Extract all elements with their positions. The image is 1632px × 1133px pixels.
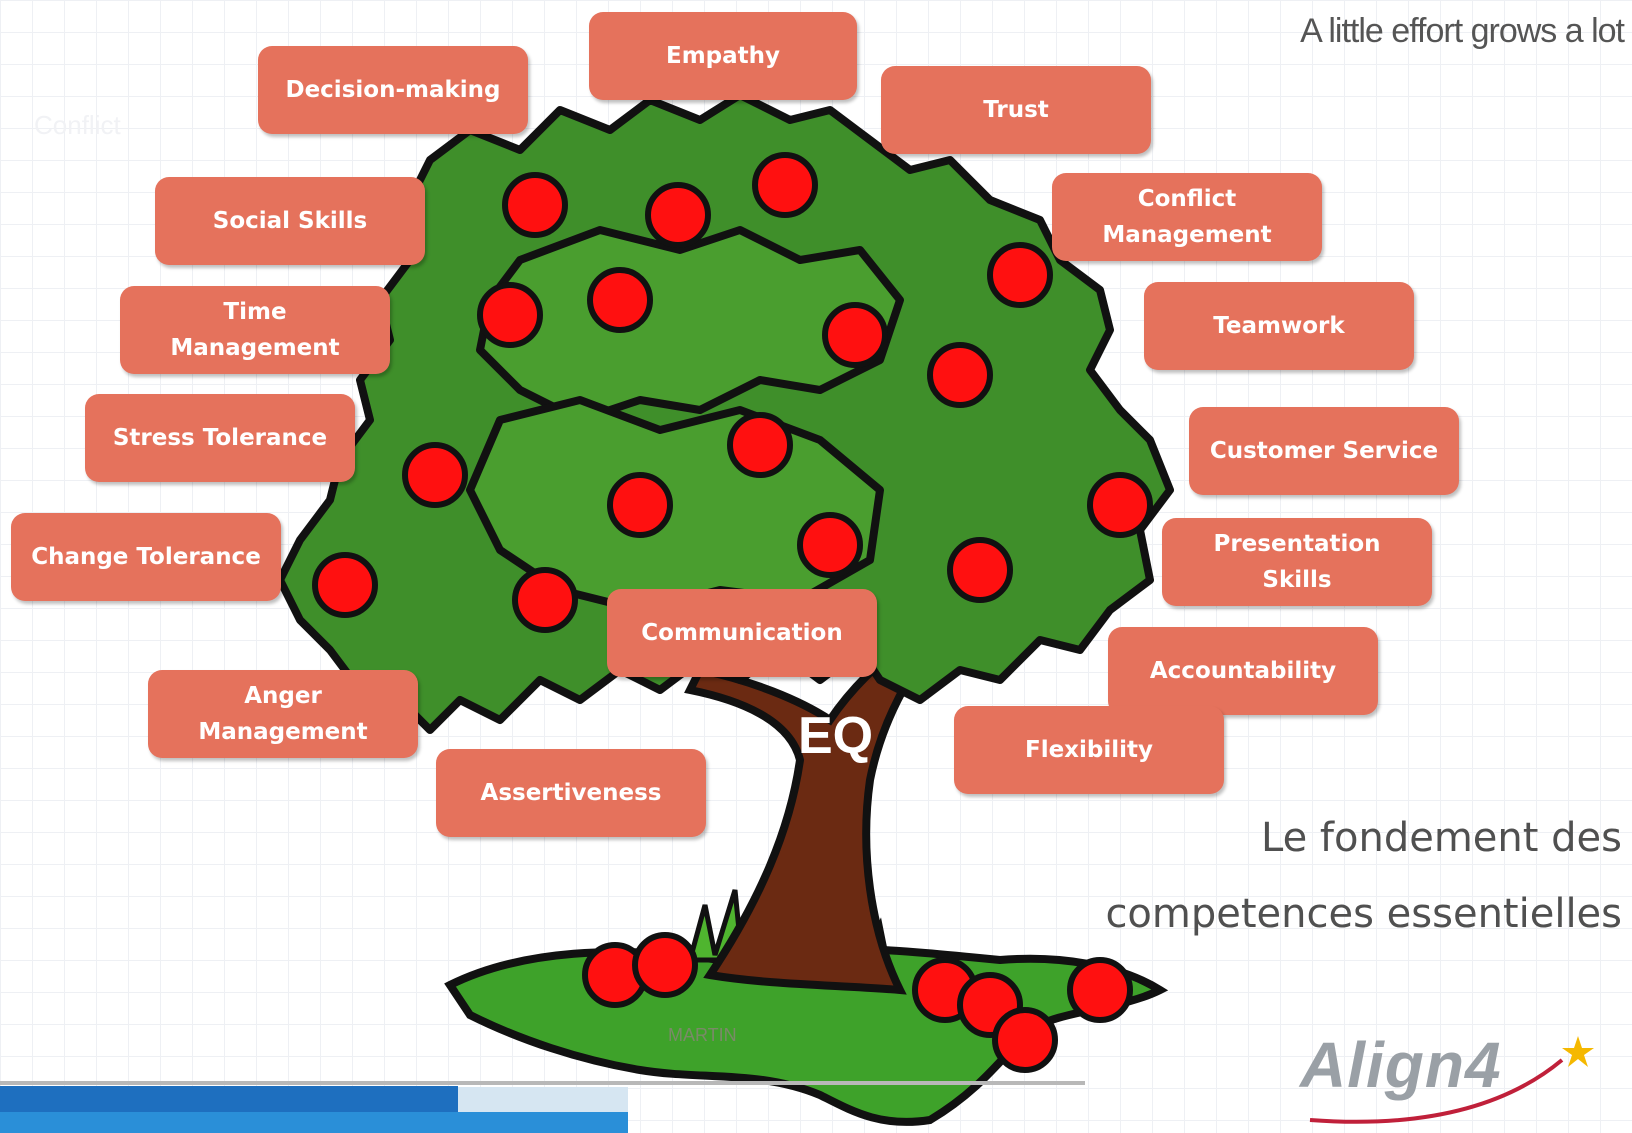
- footer-bar-dark: [0, 1086, 458, 1112]
- label-time-management: Time Management: [120, 286, 390, 374]
- logo-text: Align4: [1300, 1029, 1502, 1101]
- label-communication: Communication: [607, 589, 877, 677]
- align4-logo: Align4: [1300, 1028, 1600, 1128]
- logo-swoosh-icon: [1309, 1036, 1594, 1124]
- label-customer-service: Customer Service: [1189, 407, 1459, 495]
- footer-bar-light: [458, 1087, 628, 1112]
- label-presentation-skills: Presentation Skills: [1162, 518, 1432, 606]
- label-trust: Trust: [881, 66, 1151, 154]
- ghost-text: Conflict: [34, 110, 121, 140]
- apples: [312, 152, 1153, 1073]
- label-anger-management: Anger Management: [148, 670, 418, 758]
- label-conflict-management: Conflict Management: [1052, 173, 1322, 261]
- label-empathy: Empathy: [589, 12, 857, 100]
- label-assertiveness: Assertiveness: [436, 749, 706, 837]
- label-change-tolerance: Change Tolerance: [11, 513, 281, 601]
- footer-bar-blue: [0, 1112, 628, 1133]
- foundation-line-1: Le fondement des: [1261, 815, 1622, 861]
- tagline: A little effort grows a lot: [1300, 12, 1625, 50]
- label-teamwork: Teamwork: [1144, 282, 1414, 370]
- logo-star-icon: [1562, 1036, 1594, 1067]
- label-stress-tolerance: Stress Tolerance: [85, 394, 355, 482]
- label-flexibility: Flexibility: [954, 706, 1224, 794]
- label-decision-making: Decision-making: [258, 46, 528, 134]
- label-accountability: Accountability: [1108, 627, 1378, 715]
- label-social-skills: Social Skills: [155, 177, 425, 265]
- artist-signature: MARTIN: [668, 1025, 737, 1045]
- footer-divider: [0, 1081, 1085, 1085]
- foundation-line-2: competences essentielles: [1105, 891, 1622, 937]
- eq-center-label: EQ: [798, 707, 874, 765]
